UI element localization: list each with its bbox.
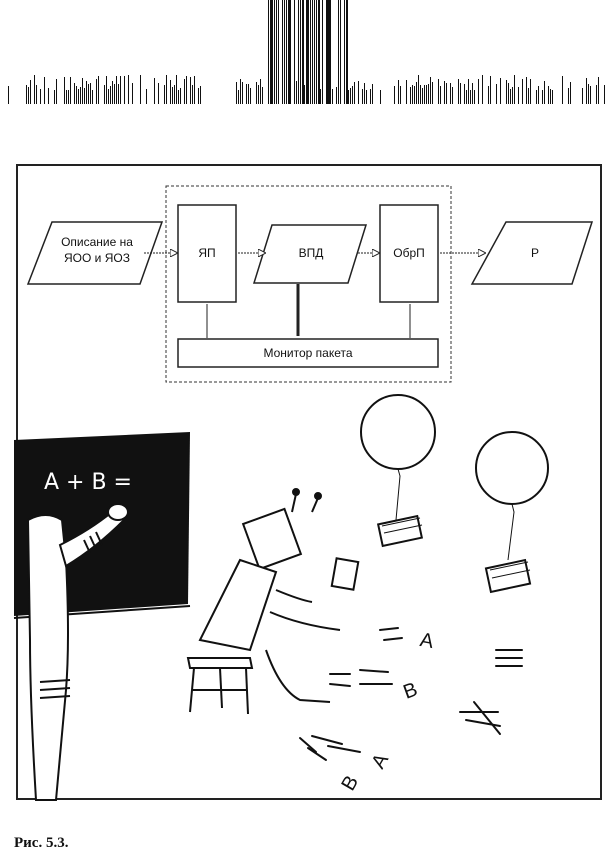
vpd-parallelogram (252, 224, 368, 284)
figure-caption: Рис. 5.3. (14, 835, 69, 851)
input-parallelogram (26, 221, 164, 285)
monitor-bar (177, 338, 439, 368)
balloon-right (475, 431, 549, 594)
blackboard-text: A + B = (44, 470, 132, 495)
balloon-left (360, 394, 436, 548)
block-obrp-label: ОбрП (393, 246, 425, 260)
monitor-label: Монитор пакета (263, 346, 353, 360)
stool (186, 657, 254, 715)
teacher-figure (26, 503, 129, 801)
output-label: Р (530, 246, 539, 260)
block-vpd-label: ВПД (298, 246, 324, 260)
barcode-strip (8, 0, 605, 104)
robot-figure (198, 488, 360, 703)
block-obrp (379, 204, 439, 303)
floor-sticks (299, 627, 523, 761)
block-yap (177, 204, 237, 303)
output-parallelogram (470, 221, 594, 285)
package-boundary (165, 185, 452, 383)
input-label: Описание на ЯОО и ЯОЗ (61, 235, 133, 265)
block-yap-label: ЯП (198, 246, 216, 260)
